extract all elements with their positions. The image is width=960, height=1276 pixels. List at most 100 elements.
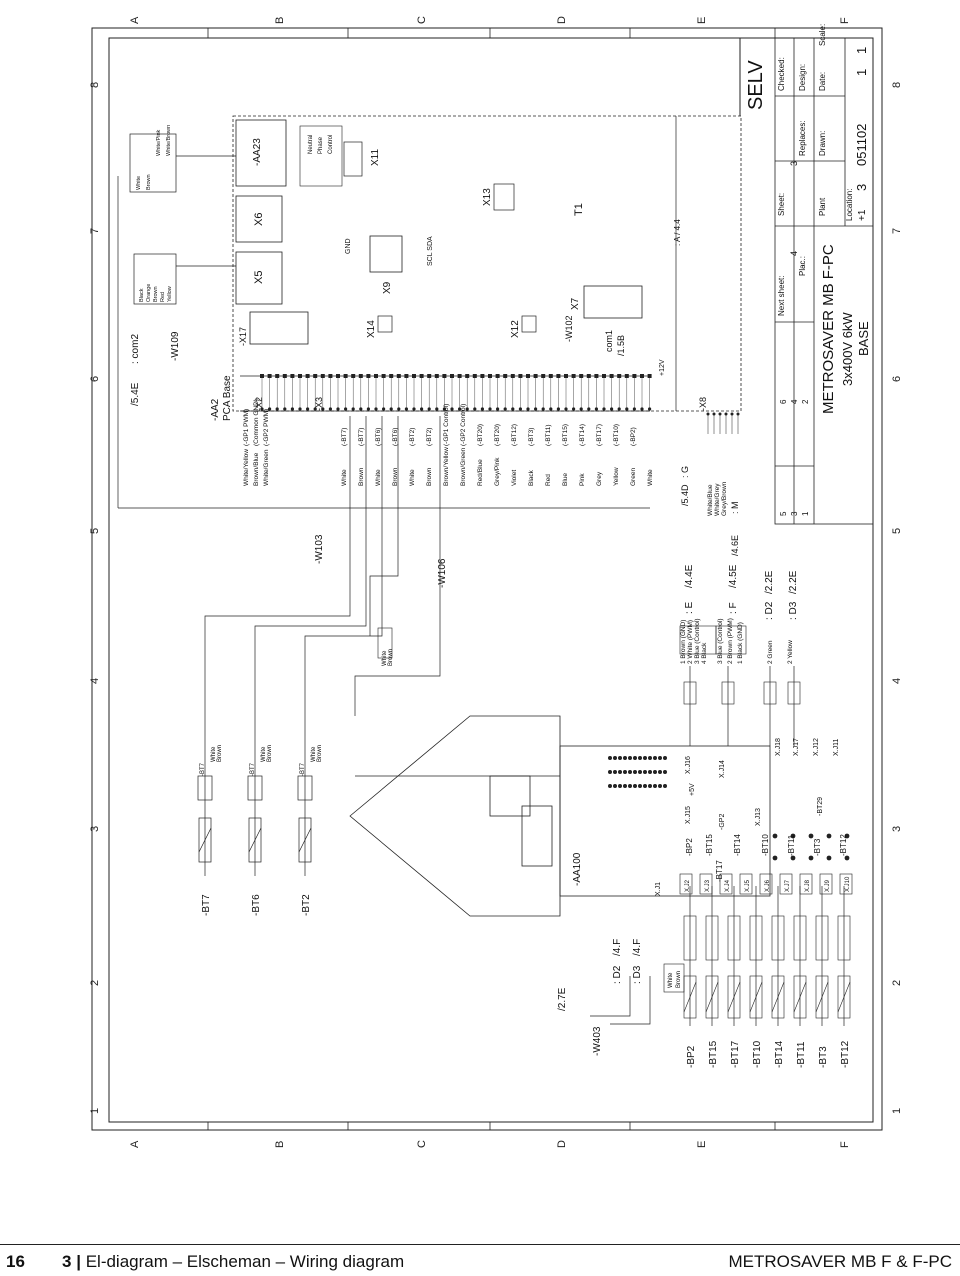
bottom-sensor-resistor-mark [771, 981, 785, 1013]
aa23-plug [129, 133, 177, 193]
chapter-number: 3 [62, 1252, 72, 1271]
x2-x3-pin [366, 374, 371, 378]
aa100-terminal [790, 833, 796, 839]
border-number: 6 [89, 376, 101, 382]
border-number: 4 [89, 678, 101, 684]
border-number: 8 [89, 82, 101, 88]
x3-wire-signal: (-BT10) [613, 424, 620, 446]
x3-wire-signal: (-BT3) [528, 428, 535, 446]
next-sheet-value: 4 [789, 251, 799, 256]
aa100-terminal [613, 784, 617, 788]
x2-x3-pin [313, 374, 318, 378]
plug-drop-wires [683, 666, 801, 746]
aa100-terminal [608, 784, 612, 788]
bottom-connector-box [719, 873, 733, 895]
f-ref: /4.5E [728, 564, 739, 588]
x6-connector [235, 195, 283, 243]
x3-wire-color: White [647, 469, 654, 486]
bottom-sensor-strip: -BP2-BT15-BT17-BT10-BT14-BT11-BT3-BT12X.… [679, 873, 853, 1068]
aa23-pin: White/Brown [166, 125, 172, 156]
aa100-mid: -BT10 [761, 834, 770, 856]
bottom-sensor-plug [771, 915, 785, 961]
sensor-cable-runs [204, 416, 560, 777]
x3-wire-signal: (-BT11) [545, 424, 552, 446]
aa100-terminal [628, 770, 632, 774]
aa100-terminal [844, 855, 850, 861]
x8-label: -X8 [698, 397, 708, 411]
bottom-sensor-resistor-mark [837, 981, 851, 1013]
bottom-sensor-label: -BT3 [818, 1046, 829, 1068]
x3-wire-color: Green [630, 468, 637, 486]
e-label: : E [684, 601, 695, 614]
x2-wire-color: Brown/Blue [253, 452, 260, 486]
x14-connector [377, 315, 393, 333]
bottom-sensor-label: -BT12 [840, 1040, 851, 1068]
x3-label: -X3 [314, 397, 324, 411]
d2-label: : D2 [764, 601, 775, 620]
border-number: 5 [89, 528, 101, 534]
border-number: 6 [891, 376, 903, 382]
x3-wire-color: Brown [426, 467, 433, 486]
bottom-sensor-label: -BT10 [752, 1040, 763, 1068]
date-label: Date: [818, 72, 827, 91]
sensor-label: -BT6 [251, 894, 262, 916]
x2-x3-pin [396, 374, 401, 378]
x2-x3-pin [503, 374, 508, 378]
x5-pin: Black [139, 288, 145, 302]
aa23-pin: Brown [146, 174, 152, 190]
x2-x3-pin [419, 374, 424, 378]
location-value: +1 [857, 209, 868, 221]
aa23-plug-pins: White Brown White/Pink White/Brown [136, 125, 172, 190]
e-ref: /4.4E [684, 564, 695, 588]
x2-x3-pin [571, 374, 576, 378]
aa23-phase: Phase [318, 136, 324, 154]
d3-label: : D3 [788, 601, 799, 620]
x2-x3-pin [434, 374, 439, 378]
w403-wires [590, 976, 651, 1025]
w106-label: -W106 [437, 558, 448, 588]
bottom-connector-label: X.J9 [825, 879, 831, 892]
x2-x3-pin [564, 374, 568, 378]
bottom-sensor-body [727, 975, 741, 1019]
sensor-body [298, 817, 312, 863]
x3-wire-color: Red [545, 474, 552, 486]
x3-wire-color: Grey [596, 471, 603, 486]
t1-label: T1 [573, 203, 585, 216]
x3-wire-signal: (-BT20) [477, 424, 484, 446]
bottom-connector-label: X.J10 [845, 876, 851, 892]
plug-drop-housing [763, 681, 777, 705]
section-title: 3 | El-diagram – Elscheman – Wiring diag… [62, 1252, 404, 1272]
rev-value: 1 [854, 69, 869, 76]
x3-wire-signal: (-BT2) [426, 428, 433, 446]
x3-wire-color: Yellow [613, 467, 620, 486]
x2-x3-pin [586, 374, 591, 378]
floating-plug-pin: Brown [388, 649, 394, 666]
date-value: 051102 [854, 124, 869, 166]
aa100-terminal [613, 756, 617, 760]
plug-d3: 2 Yellow [787, 640, 794, 664]
x17-label: -X17 [238, 327, 248, 346]
aa23-pin: White [136, 176, 142, 190]
aa100-terminal [623, 756, 627, 760]
bottom-connector-label: X.J2 [685, 879, 691, 892]
x2-wire-color: White/Yellow [243, 449, 250, 486]
x5-pin: Brown [153, 286, 159, 302]
border-number: 1 [89, 1108, 101, 1114]
x3-wire-color: Violet [511, 470, 518, 486]
com2-label: : com2 [130, 334, 141, 364]
x5-plug-pins: Black Orange Brown Red Yellow [139, 284, 173, 302]
aa100-misc: X.J14 [719, 760, 726, 778]
aa100-misc: X.J13 [755, 808, 762, 826]
x2-x3-pin [275, 374, 280, 378]
sensor-connector-label: -BT7 [200, 762, 206, 776]
title-block [774, 37, 874, 525]
sheet-value: 3 [789, 161, 799, 166]
revision-value: 2 [801, 399, 810, 404]
aa100-terminal [623, 784, 627, 788]
aa100-terminal [658, 770, 662, 774]
aa100-misc: -BT29 [817, 797, 824, 816]
m-ref: /4.6E [730, 535, 740, 556]
x3-wire-signal: (-BT6) [375, 428, 382, 446]
x5-pin: Red [160, 292, 166, 302]
d2-left-ref: /4.F [612, 939, 623, 956]
